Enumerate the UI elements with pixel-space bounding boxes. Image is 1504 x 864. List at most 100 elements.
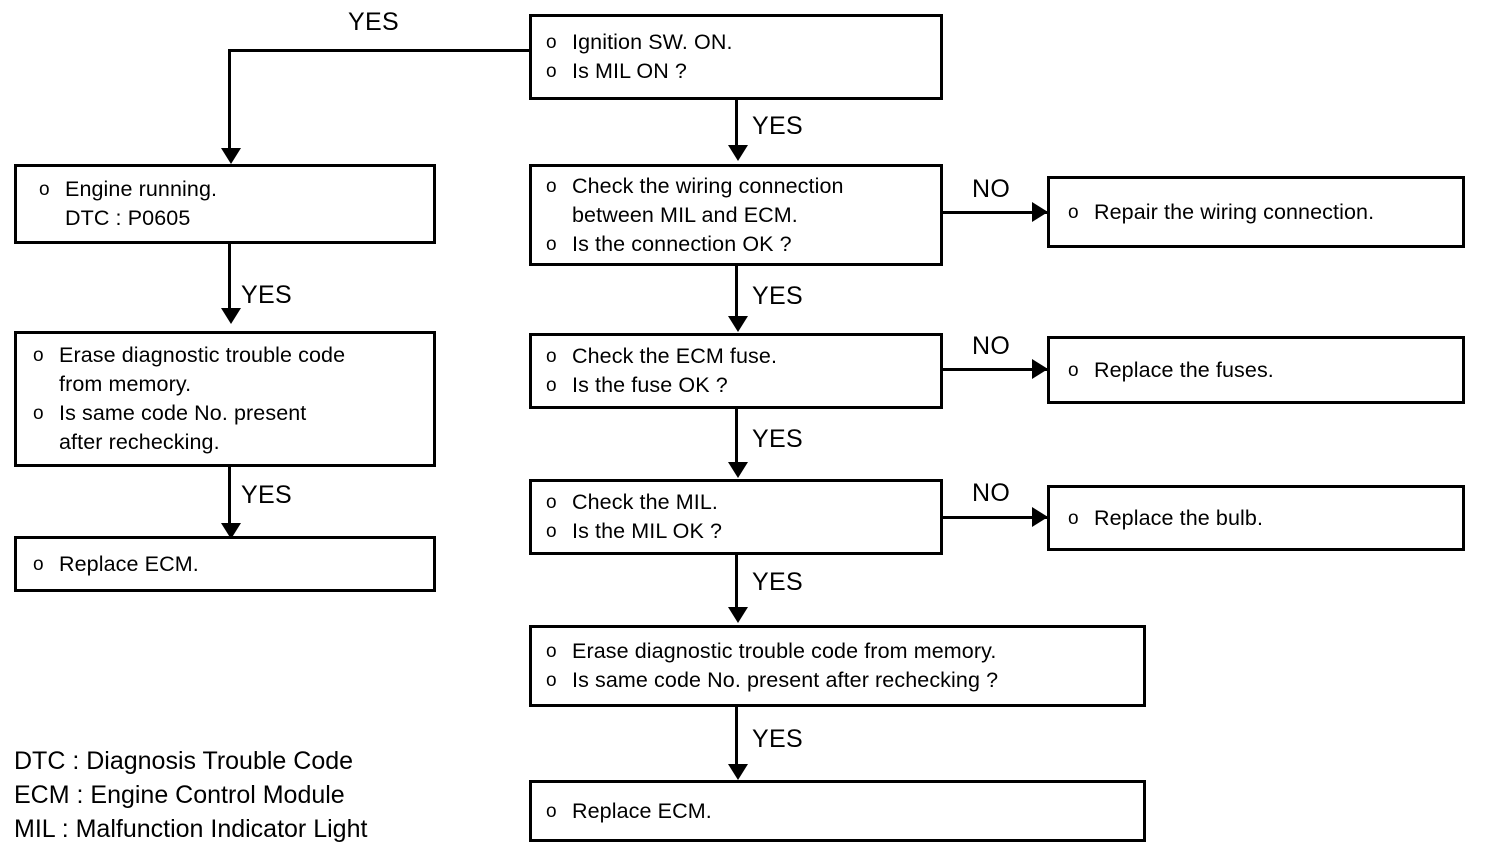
- node-line-text: Is the MIL OK ?: [572, 519, 723, 543]
- node-line: o after rechecking.: [33, 428, 425, 457]
- node-replace-ecm-left[interactable]: o Replace ECM.: [14, 536, 436, 592]
- connector-wiring-no: [943, 211, 1050, 214]
- node-check-mil[interactable]: o Check the MIL. o Is the MIL OK ?: [529, 479, 943, 555]
- arrowhead-check-wiring: [728, 145, 748, 161]
- node-line-text: from memory.: [59, 372, 192, 396]
- bullet-glyph: o: [33, 345, 44, 366]
- edge-label-yes-fuse-down: YES: [752, 425, 803, 453]
- edge-label-no-wiring: NO: [972, 175, 1011, 203]
- node-line: o Check the wiring connection: [546, 172, 932, 201]
- node-line: o Erase diagnostic trouble code: [33, 341, 425, 370]
- bullet-glyph: o: [33, 403, 44, 424]
- connector-erase-to-replace-ecm-left: [228, 466, 231, 532]
- bullet-glyph: o: [546, 670, 557, 691]
- bullet-glyph: o: [546, 32, 557, 53]
- node-line: o Is the connection OK ?: [546, 230, 932, 259]
- arrowhead-replace-fuses: [1032, 359, 1048, 379]
- node-line: o DTC : P0605: [39, 204, 425, 233]
- node-line: o Replace ECM.: [33, 550, 425, 579]
- node-line-text: Ignition SW. ON.: [572, 30, 733, 54]
- node-erase-dtc-left[interactable]: o Erase diagnostic trouble code o from m…: [14, 331, 436, 467]
- node-erase-dtc-center[interactable]: o Erase diagnostic trouble code from mem…: [529, 625, 1146, 707]
- bullet-spacer: o: [39, 204, 65, 233]
- bullet-spacer: o: [33, 428, 59, 457]
- connector-ignition-to-engine-vertical: [228, 49, 231, 152]
- edge-label-yes-erase-center-down: YES: [752, 725, 803, 753]
- bullet-glyph: o: [546, 375, 557, 396]
- node-replace-fuses-body: o Replace the fuses.: [1050, 356, 1462, 385]
- node-line-text: Engine running.: [65, 177, 218, 201]
- connector-engine-to-erase: [228, 243, 231, 311]
- connector-wiring-to-fuse: [735, 265, 738, 320]
- node-line-text: Is the connection OK ?: [572, 231, 792, 256]
- node-line-text: after rechecking.: [59, 430, 220, 454]
- node-line-text: Is same code No. present: [59, 401, 307, 425]
- node-replace-ecm-bottom[interactable]: o Replace ECM.: [529, 780, 1146, 842]
- node-replace-ecm-left-body: o Replace ECM.: [17, 550, 433, 579]
- bullet-glyph: o: [33, 553, 44, 575]
- node-line-text: Replace ECM.: [572, 798, 712, 823]
- node-line: o from memory.: [33, 370, 425, 399]
- arrowhead-repair-wiring: [1032, 202, 1048, 222]
- node-line-text: Check the wiring connection: [572, 173, 844, 198]
- bullet-glyph: o: [546, 61, 557, 82]
- node-replace-fuses[interactable]: o Replace the fuses.: [1047, 336, 1465, 404]
- node-engine-running[interactable]: o Engine running. o DTC : P0605: [14, 164, 436, 244]
- arrowhead-erase-dtc-center: [728, 607, 748, 623]
- node-line-text: Repair the wiring connection.: [1094, 199, 1375, 224]
- node-ignition-sw[interactable]: o Ignition SW. ON. o Is MIL ON ?: [529, 14, 943, 100]
- bullet-glyph: o: [1068, 201, 1079, 223]
- bullet-glyph: o: [546, 641, 557, 662]
- node-line: o Is the MIL OK ?: [546, 517, 932, 546]
- node-line: o Replace the bulb.: [1068, 504, 1454, 533]
- arrowhead-engine-running: [221, 148, 241, 164]
- legend-line-mil: MIL : Malfunction Indicator Light: [14, 815, 368, 843]
- bullet-glyph: o: [546, 175, 557, 197]
- node-line-text: between MIL and ECM.: [572, 202, 798, 227]
- node-line-text: Check the ECM fuse.: [572, 344, 778, 368]
- node-line-text: DTC : P0605: [65, 206, 191, 230]
- node-line: o Is the fuse OK ?: [546, 371, 932, 400]
- node-line: o Replace ECM.: [546, 797, 1135, 826]
- node-line-text: Replace the bulb.: [1094, 505, 1264, 530]
- node-line: o Ignition SW. ON.: [546, 28, 932, 57]
- connector-ignition-to-wiring: [735, 98, 738, 148]
- node-check-fuse-body: o Check the ECM fuse. o Is the fuse OK ?: [532, 342, 940, 400]
- edge-label-yes-wiring-down: YES: [752, 282, 803, 310]
- node-replace-bulb[interactable]: o Replace the bulb.: [1047, 485, 1465, 551]
- legend-line-dtc: DTC : Diagnosis Trouble Code: [14, 747, 354, 775]
- node-line-text: Is same code No. present after recheckin…: [572, 668, 999, 692]
- node-check-fuse[interactable]: o Check the ECM fuse. o Is the fuse OK ?: [529, 333, 943, 409]
- node-check-wiring[interactable]: o Check the wiring connection o between …: [529, 164, 943, 266]
- edge-label-yes-erase-left-down: YES: [241, 481, 292, 509]
- connector-erase-center-to-replace-ecm: [735, 707, 738, 769]
- node-line: o Is MIL ON ?: [546, 57, 932, 86]
- bullet-glyph: o: [546, 800, 557, 822]
- node-line: o Engine running.: [39, 175, 425, 204]
- node-replace-ecm-bottom-body: o Replace ECM.: [532, 797, 1143, 826]
- bullet-glyph: o: [546, 521, 557, 542]
- node-engine-running-body: o Engine running. o DTC : P0605: [17, 175, 433, 233]
- connector-ignition-to-engine-horizontal: [228, 49, 532, 52]
- edge-label-yes-engine-down: YES: [241, 281, 292, 309]
- node-line: o between MIL and ECM.: [546, 201, 932, 230]
- node-check-mil-body: o Check the MIL. o Is the MIL OK ?: [532, 488, 940, 546]
- connector-mil-no: [943, 516, 1050, 519]
- bullet-glyph: o: [39, 179, 50, 200]
- node-line-text: Check the MIL.: [572, 490, 718, 514]
- node-line: o Erase diagnostic trouble code from mem…: [546, 637, 1135, 666]
- node-replace-bulb-body: o Replace the bulb.: [1050, 504, 1462, 533]
- bullet-spacer: o: [546, 201, 572, 230]
- node-line-text: Is MIL ON ?: [572, 59, 687, 83]
- node-repair-wiring[interactable]: o Repair the wiring connection.: [1047, 176, 1465, 248]
- arrowhead-replace-bulb: [1032, 507, 1048, 527]
- edge-label-no-fuse: NO: [972, 332, 1011, 360]
- bullet-glyph: o: [546, 492, 557, 513]
- node-erase-dtc-left-body: o Erase diagnostic trouble code o from m…: [17, 341, 433, 457]
- node-line: o Is same code No. present after recheck…: [546, 666, 1135, 695]
- connector-fuse-no: [943, 368, 1050, 371]
- node-ignition-sw-body: o Ignition SW. ON. o Is MIL ON ?: [532, 28, 940, 86]
- arrowhead-replace-ecm-left: [221, 523, 241, 539]
- arrowhead-check-mil: [728, 462, 748, 478]
